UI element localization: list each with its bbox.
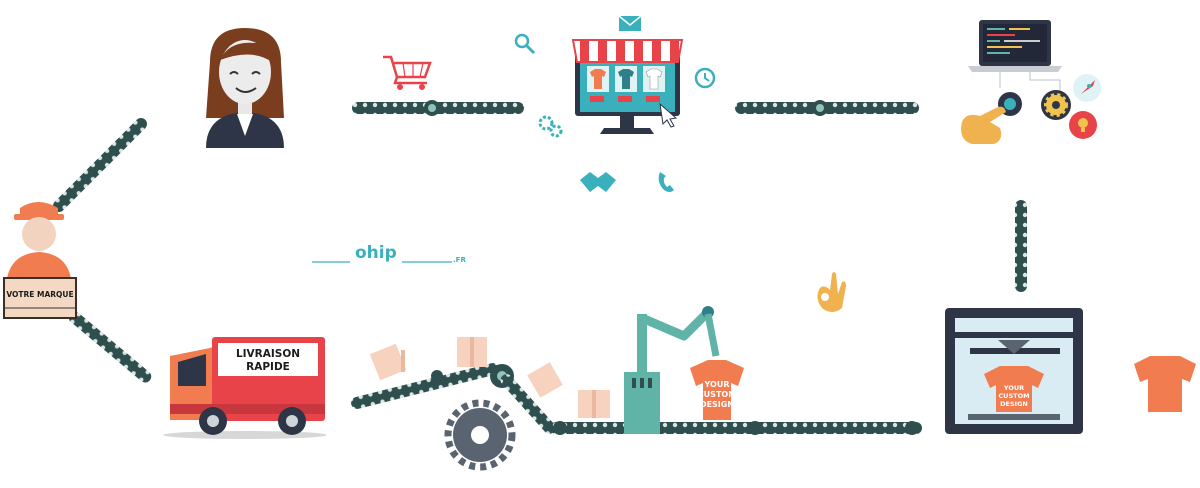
laptop: [968, 20, 1062, 92]
tshirt-design: YOUR CUSTOM DESIGN: [690, 360, 744, 420]
handshake-icon: [580, 172, 616, 192]
ok-hand-icon: [817, 272, 846, 312]
businesswoman: [206, 28, 284, 148]
truck-wheel-front: [199, 407, 227, 435]
logo-suffix: .FR: [453, 256, 466, 264]
truck-label-line2: RAPIDE: [246, 361, 290, 373]
shirt-label-line2: CUSTOM: [698, 390, 736, 399]
cardboard-boxes: [369, 337, 610, 418]
rocket-icon: [1073, 74, 1101, 102]
3d-printer: YOUR CUSTOM DESIGN: [945, 308, 1083, 434]
shop-monitor: [571, 39, 684, 134]
mini-shirts: [587, 66, 665, 102]
mail-icon: [618, 15, 642, 31]
truck-wheel-rear: [278, 407, 306, 435]
finished-tshirt: [1134, 356, 1196, 412]
delivery-truck: LIVRAISON RAPIDE: [163, 337, 327, 439]
large-gear: [444, 399, 516, 471]
clock-icon: [694, 67, 716, 89]
courier-box-label: VOTRE MARQUE: [6, 290, 73, 299]
logo: ohip .FR: [312, 243, 466, 264]
shirt-label-line3: DESIGN: [700, 400, 734, 409]
robot-arm: [624, 306, 720, 434]
truck-label-line1: LIVRAISON: [236, 348, 300, 360]
logo-main: ohip: [355, 243, 397, 263]
shirt-label-line1: YOUR: [704, 380, 730, 389]
courier: VOTRE MARQUE: [3, 202, 77, 319]
phone-icon: [658, 172, 674, 192]
gear-icon: [1041, 90, 1071, 120]
printer-shirt-line2: CUSTOM: [998, 392, 1029, 400]
cart-icon: [383, 55, 432, 90]
gears-icon: [538, 115, 563, 138]
pointing-hand: [961, 106, 1006, 144]
bulb-icon: [1069, 111, 1097, 139]
wrench-icon: [514, 33, 536, 55]
printer-shirt-line3: DESIGN: [1000, 400, 1028, 408]
printer-shirt-line1: YOUR: [1003, 384, 1024, 392]
